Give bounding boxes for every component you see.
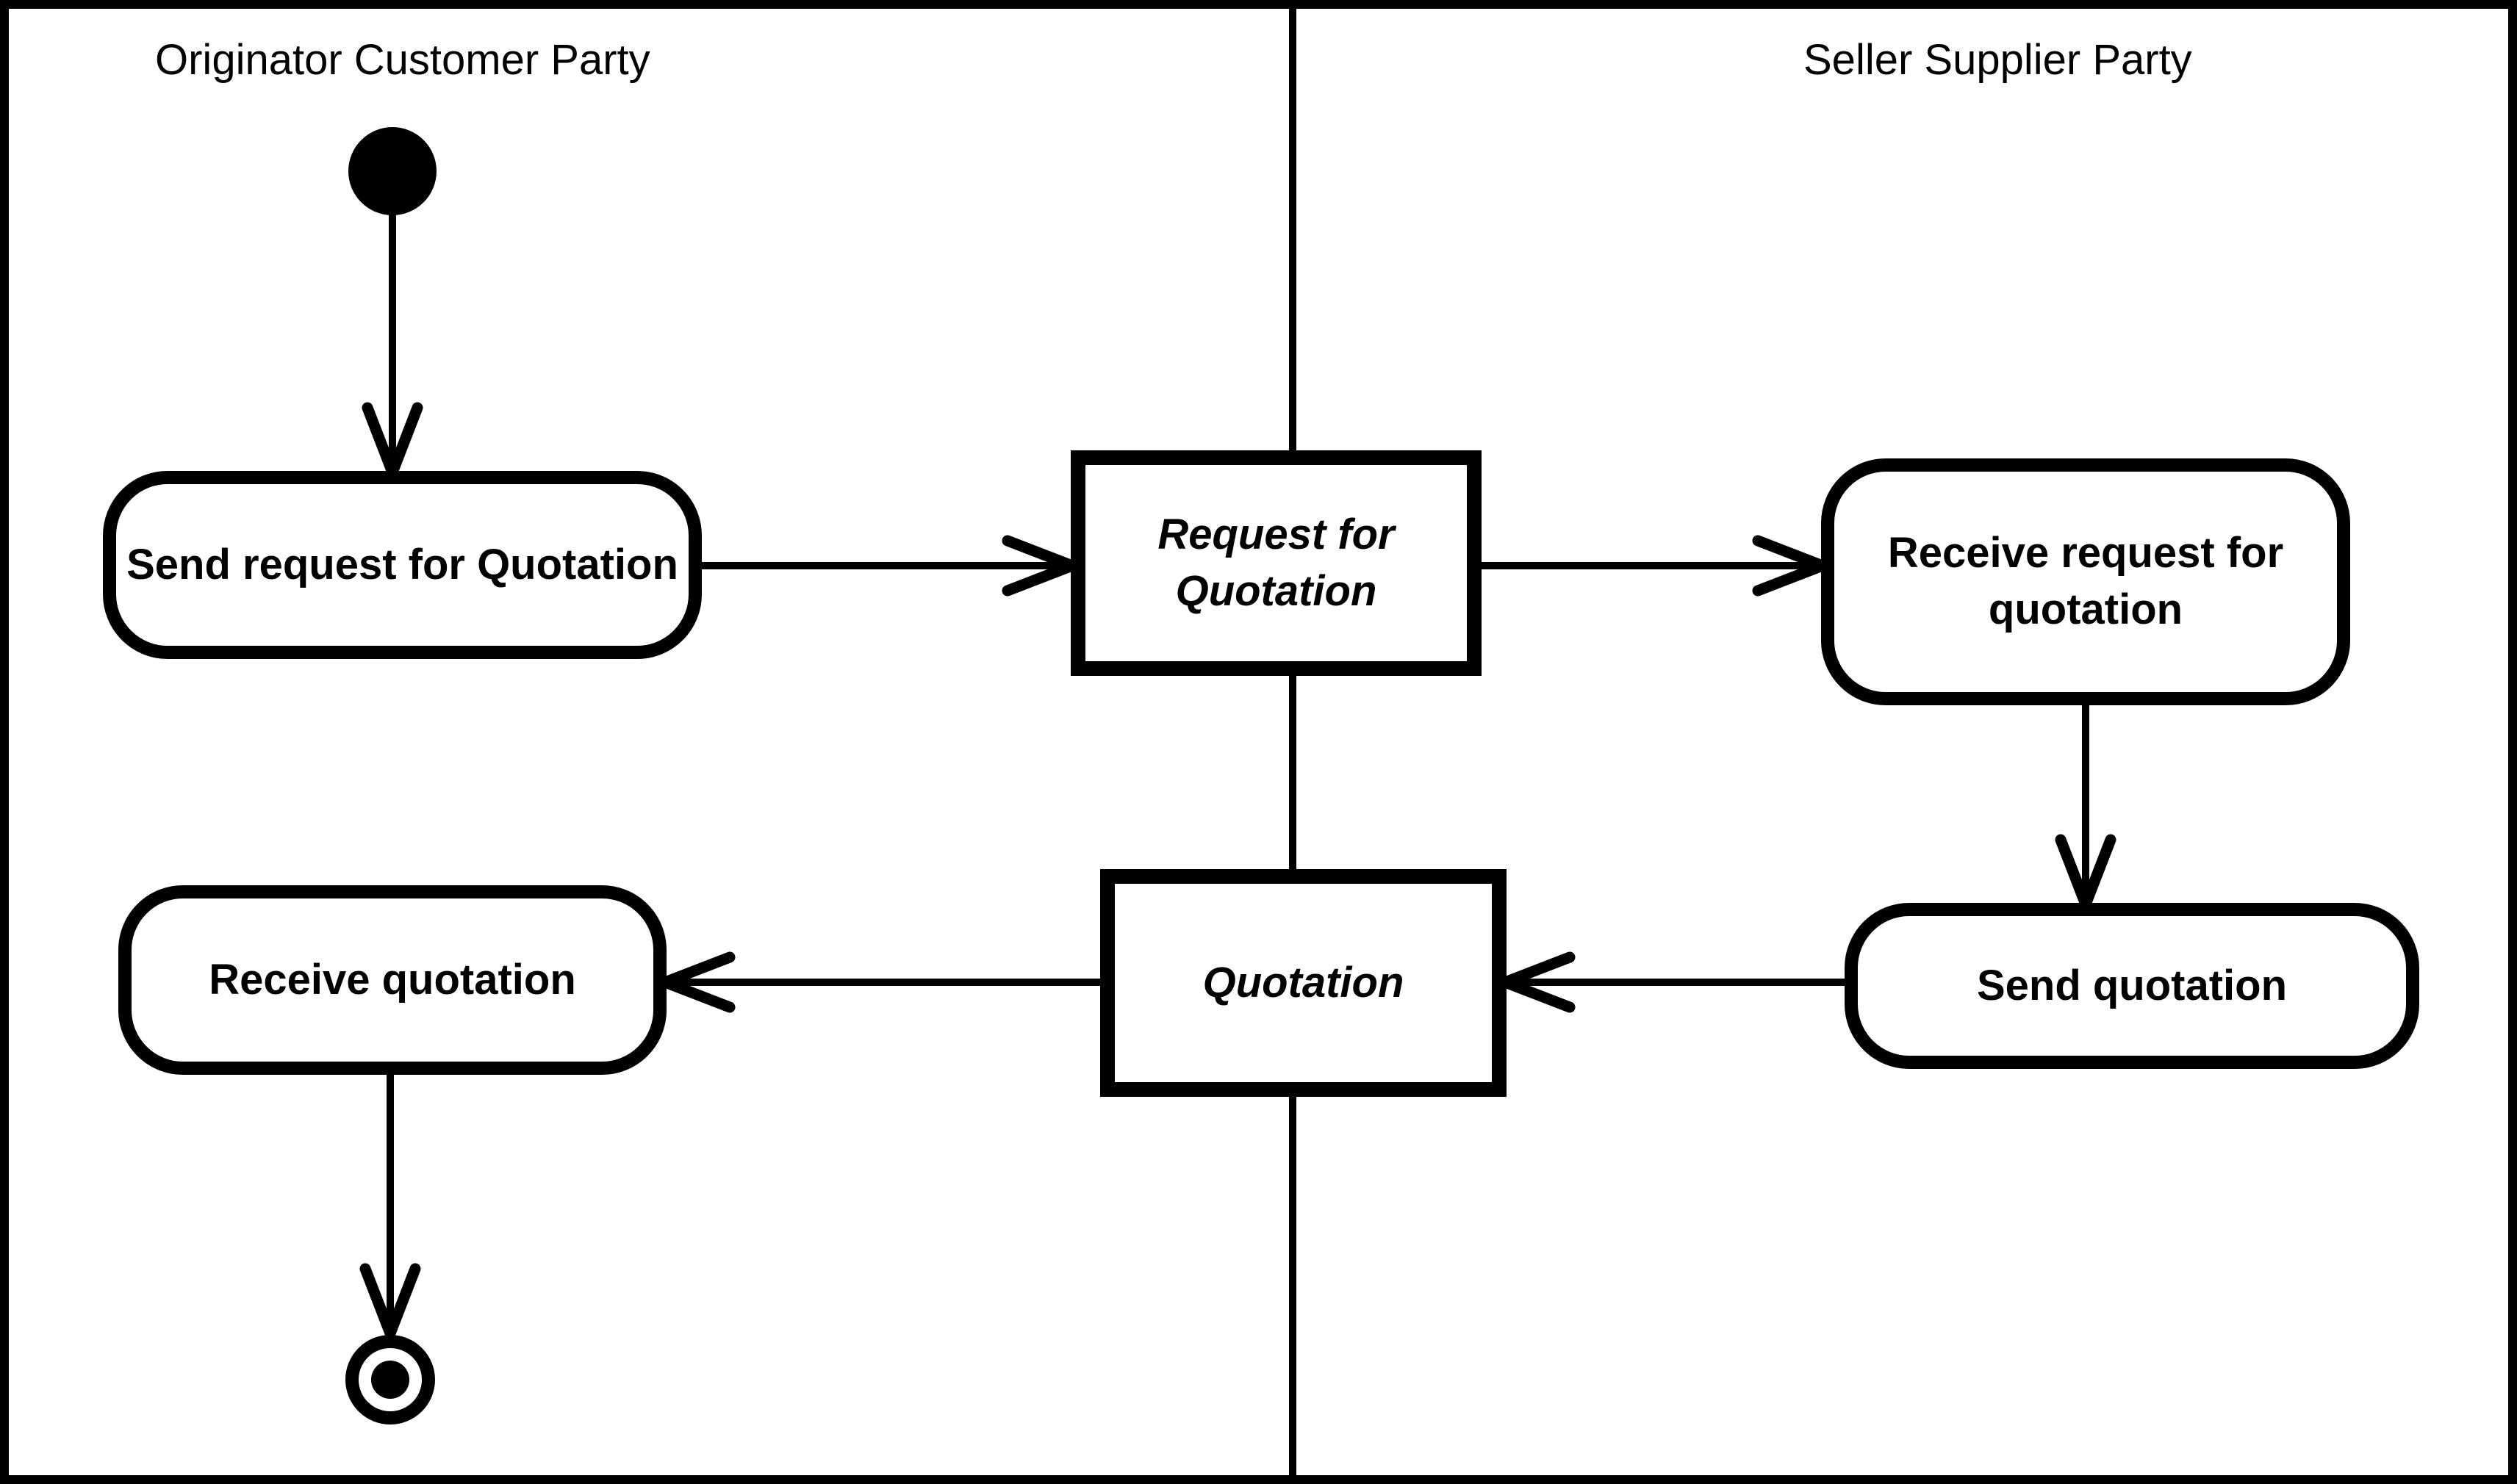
swimlane-divider bbox=[1289, 0, 1296, 1484]
node-quotation-object: Quotation bbox=[1100, 869, 1507, 1097]
node-label: Receive quotation bbox=[209, 955, 576, 1004]
edge-send-quotation-to-quotation bbox=[1490, 951, 1846, 1013]
node-receive-quotation: Receive quotation bbox=[118, 885, 667, 1075]
edge-quotation-to-receive-quotation bbox=[650, 951, 1102, 1013]
node-label: Receive request for quotation bbox=[1887, 529, 2284, 633]
node-send-request-for-quotation: Send request for Quotation bbox=[103, 471, 702, 659]
node-receive-request-for-quotation: Receive request for quotation bbox=[1821, 458, 2350, 705]
edge-send-request-to-rfq bbox=[702, 535, 1088, 597]
node-label: Send quotation bbox=[1976, 961, 2288, 1009]
node-label: Send request for Quotation bbox=[126, 540, 678, 588]
edge-initial-to-send-request bbox=[362, 213, 423, 488]
final-state-dot bbox=[371, 1361, 409, 1399]
edge-receive-quotation-to-final bbox=[359, 1073, 421, 1349]
lane-title-originator-customer-party: Originator Customer Party bbox=[155, 36, 650, 84]
edge-receive-request-to-send-quotation bbox=[2055, 704, 2116, 920]
initial-state-node bbox=[348, 127, 437, 215]
final-state-node bbox=[345, 1335, 435, 1424]
node-label: Request for Quotation bbox=[1157, 510, 1395, 615]
node-request-for-quotation-object: Request for Quotation bbox=[1071, 450, 1482, 676]
node-label: Quotation bbox=[1202, 958, 1404, 1006]
node-send-quotation: Send quotation bbox=[1845, 903, 2419, 1069]
lane-title-seller-supplier-party: Seller Supplier Party bbox=[1803, 36, 2192, 84]
edge-rfq-to-receive-request bbox=[1480, 535, 1838, 597]
